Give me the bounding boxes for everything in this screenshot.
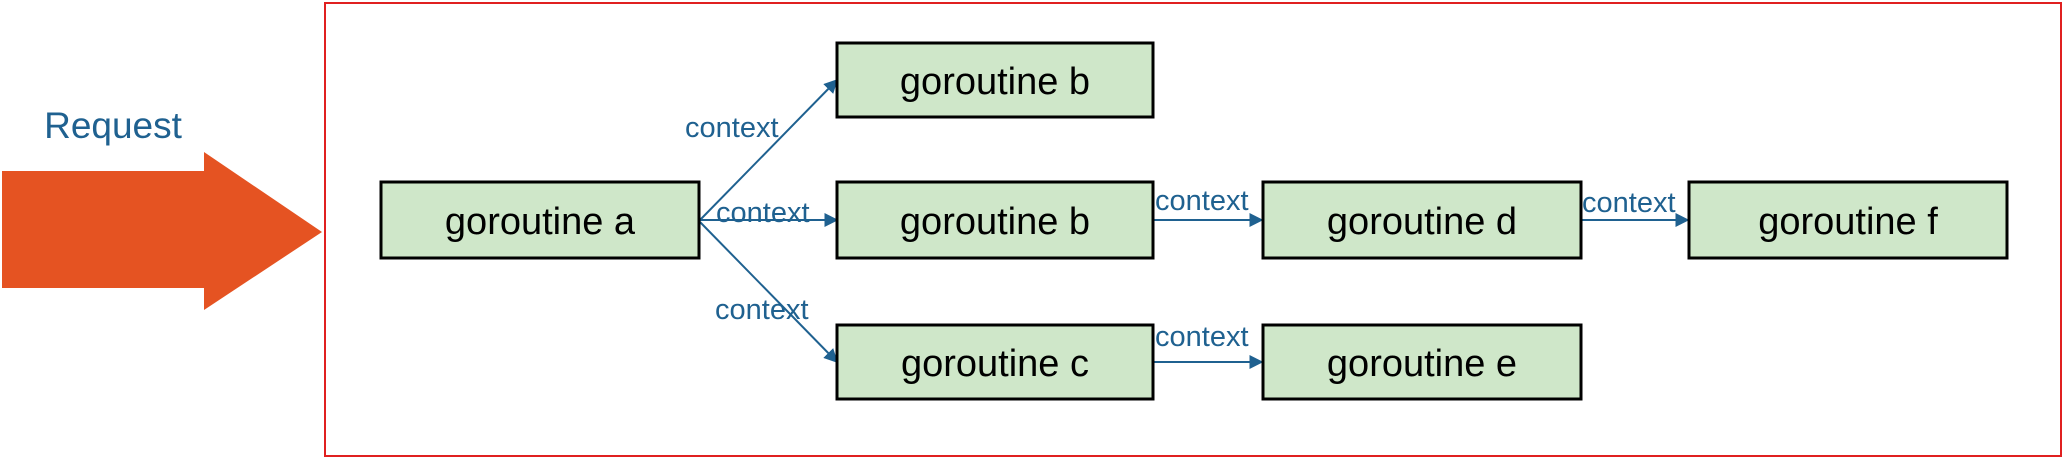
node-goroutine-e: goroutine e xyxy=(1261,323,1583,401)
node-label: goroutine b xyxy=(900,201,1090,243)
node-goroutine-c: goroutine c xyxy=(835,323,1155,401)
edge-label-a-to-c: context xyxy=(715,294,809,326)
node-goroutine-d: goroutine d xyxy=(1261,180,1583,260)
edge-label-c-to-e: context xyxy=(1155,321,1249,353)
edge-label-d-to-f: context xyxy=(1582,187,1676,219)
node-label: goroutine d xyxy=(1327,201,1517,243)
node-goroutine-f: goroutine f xyxy=(1687,180,2009,260)
request-label: Request xyxy=(44,105,183,146)
node-label: goroutine b xyxy=(900,61,1090,103)
node-label: goroutine a xyxy=(445,201,636,243)
node-goroutine-b-top: goroutine b xyxy=(835,41,1155,119)
node-goroutine-b-mid: goroutine b xyxy=(835,180,1155,260)
edge-label-b-to-d: context xyxy=(1155,185,1249,217)
edge-a-to-b-top xyxy=(699,78,838,221)
process-frame xyxy=(324,2,2062,457)
node-label: goroutine e xyxy=(1327,343,1517,385)
node-goroutine-a: goroutine a xyxy=(379,180,701,260)
node-label: goroutine c xyxy=(901,343,1089,385)
request-arrow xyxy=(2,152,322,310)
edge-a-to-c xyxy=(699,221,838,364)
edge-label-a-to-b-mid: context xyxy=(716,197,810,229)
edge-label-a-to-b-top: context xyxy=(685,112,779,144)
node-label: goroutine f xyxy=(1758,201,1938,243)
